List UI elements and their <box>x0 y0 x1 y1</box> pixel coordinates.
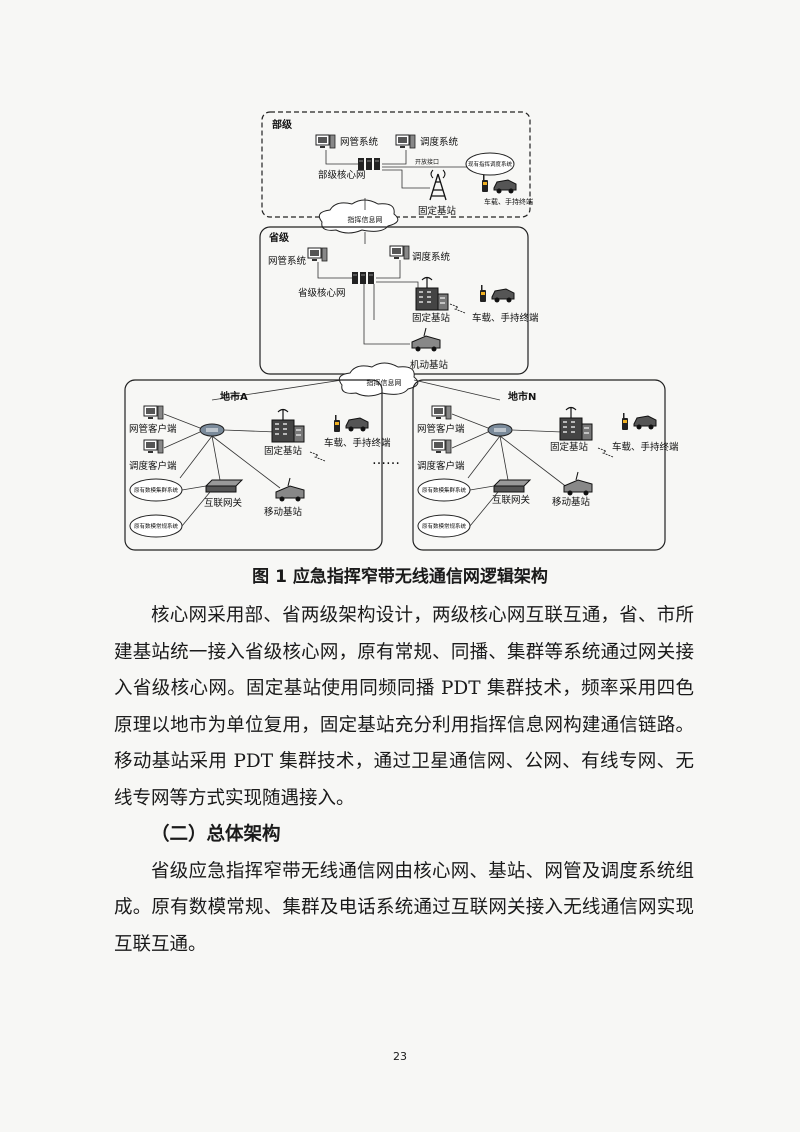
city-n-fixed-bs-label: 固定基站 <box>550 441 589 453</box>
city-n-box <box>412 379 666 551</box>
city-n-dispatch-label: 调度客户端 <box>417 460 465 472</box>
city-n-radio-icon <box>622 413 628 430</box>
city-a-dispatch-label: 调度客户端 <box>129 460 177 472</box>
figure-caption: 图 1 应急指挥窄带无线通信网逻辑架构 <box>252 567 548 587</box>
ministry-core-icon <box>357 157 381 171</box>
paragraph-2: 省级应急指挥窄带无线通信网由核心网、基站、网管及调度系统组成。原有数模常规、集群… <box>114 860 694 955</box>
city-a-car-icon <box>345 417 369 432</box>
city-n-gateway-label: 互联网关 <box>492 494 531 506</box>
ministry-core-label: 部级核心网 <box>318 169 366 181</box>
city-a-legacy-conv-label: 原有数模常规系统 <box>134 522 179 530</box>
city-n-mobile-bs-icon <box>563 471 593 496</box>
city-n-legacy-conv-label: 原有数模常规系统 <box>422 522 467 530</box>
province-terminals-label: 车载、手持终端 <box>472 312 539 324</box>
city-a-link-icon <box>309 451 326 462</box>
city-n-nms-label: 网管客户端 <box>417 423 465 435</box>
cloud-top-label: 指挥信息网 <box>348 215 383 224</box>
city-n-link-icon <box>597 447 614 458</box>
province-title: 省级 <box>268 231 290 244</box>
ministry-car-icon <box>493 179 517 194</box>
ministry-dispatch-label: 调度系统 <box>420 136 459 148</box>
city-n-dispatch-icon <box>431 439 452 454</box>
city-a-gateway-icon <box>205 479 243 493</box>
page-number: 23 <box>393 1050 407 1063</box>
city-n-gateway-icon <box>493 479 531 493</box>
city-n-router-icon <box>487 423 513 437</box>
city-a-radio-icon <box>334 415 340 432</box>
ministry-terminals-label: 车载、手持终端 <box>484 197 533 206</box>
province-nms-label: 网管系统 <box>268 255 307 267</box>
ministry-fixed-bs-label: 固定基站 <box>418 205 457 217</box>
province-dispatch-label: 调度系统 <box>412 251 451 263</box>
city-n-legacy-trunk-label: 原有数模集群系统 <box>422 486 467 494</box>
city-a-router-icon <box>199 423 225 437</box>
city-a-nms-icon <box>143 405 164 420</box>
province-building-icon <box>415 276 449 311</box>
city-n-title: 地市N <box>508 390 536 403</box>
province-nms-icon <box>307 247 328 262</box>
city-a-box <box>124 379 383 551</box>
ministry-nms-label: 网管系统 <box>340 136 379 148</box>
province-core-label: 省级核心网 <box>298 287 346 299</box>
architecture-diagram: 部级 网管系统 调度系统 部级核心网 开放接口 现有指挥调度系统 固定基站 车载… <box>124 111 679 551</box>
city-a-nms-label: 网管客户端 <box>129 423 177 435</box>
city-n-building-icon <box>559 406 593 441</box>
ministry-legacy-cloud <box>465 152 515 176</box>
province-fixed-bs-label: 固定基站 <box>412 312 451 324</box>
cloud-top <box>318 199 399 234</box>
ministry-nms-icon <box>315 134 336 149</box>
province-core-icon <box>351 271 375 285</box>
city-a-terminals-label: 车载、手持终端 <box>324 437 391 449</box>
ministry-tower-icon <box>429 169 447 201</box>
city-a-title: 地市A <box>220 390 248 403</box>
province-dispatch-icon <box>389 245 410 260</box>
city-n-car-icon <box>633 415 657 430</box>
ministry-title: 部级 <box>272 118 293 131</box>
city-a-mobile-bs-label: 移动基站 <box>264 506 303 518</box>
city-n-terminals-label: 车载、手持终端 <box>612 441 679 453</box>
city-a-mobile-bs-icon <box>275 477 305 502</box>
cloud-mid <box>338 362 419 397</box>
city-n-mobile-bs-label: 移动基站 <box>552 496 591 508</box>
city-a-legacy-trunk-label: 原有数模集群系统 <box>134 486 179 494</box>
ministry-legacy-label: 现有指挥调度系统 <box>468 160 513 168</box>
paragraph-1: 核心网采用部、省两级架构设计，两级核心网互联互通，省、市所建基站统一接入省级核心… <box>114 605 694 809</box>
city-a-building-icon <box>271 408 305 443</box>
city-n-nms-icon <box>431 405 452 420</box>
ministry-open-interface: 开放接口 <box>415 158 439 166</box>
ministry-dispatch-icon <box>395 134 416 149</box>
city-a-fixed-bs-label: 固定基站 <box>264 445 303 457</box>
province-car-icon <box>491 288 515 303</box>
province-mobile-bs-icon <box>411 327 441 352</box>
province-mobile-bs-label: 机动基站 <box>410 359 449 371</box>
section-heading: （二）总体架构 <box>151 824 281 845</box>
city-ellipsis: …… <box>372 452 400 468</box>
body-text: 核心网采用部、省两级架构设计，两级核心网互联互通，省、市所建基站统一接入省级核心… <box>114 598 694 963</box>
province-radio-icon <box>480 285 486 302</box>
city-a-gateway-label: 互联网关 <box>204 497 243 509</box>
city-a-dispatch-icon <box>143 439 164 454</box>
cloud-mid-label: 指挥信息网 <box>367 378 402 387</box>
ministry-radio-icon <box>482 175 488 192</box>
province-link-icon <box>449 303 466 314</box>
